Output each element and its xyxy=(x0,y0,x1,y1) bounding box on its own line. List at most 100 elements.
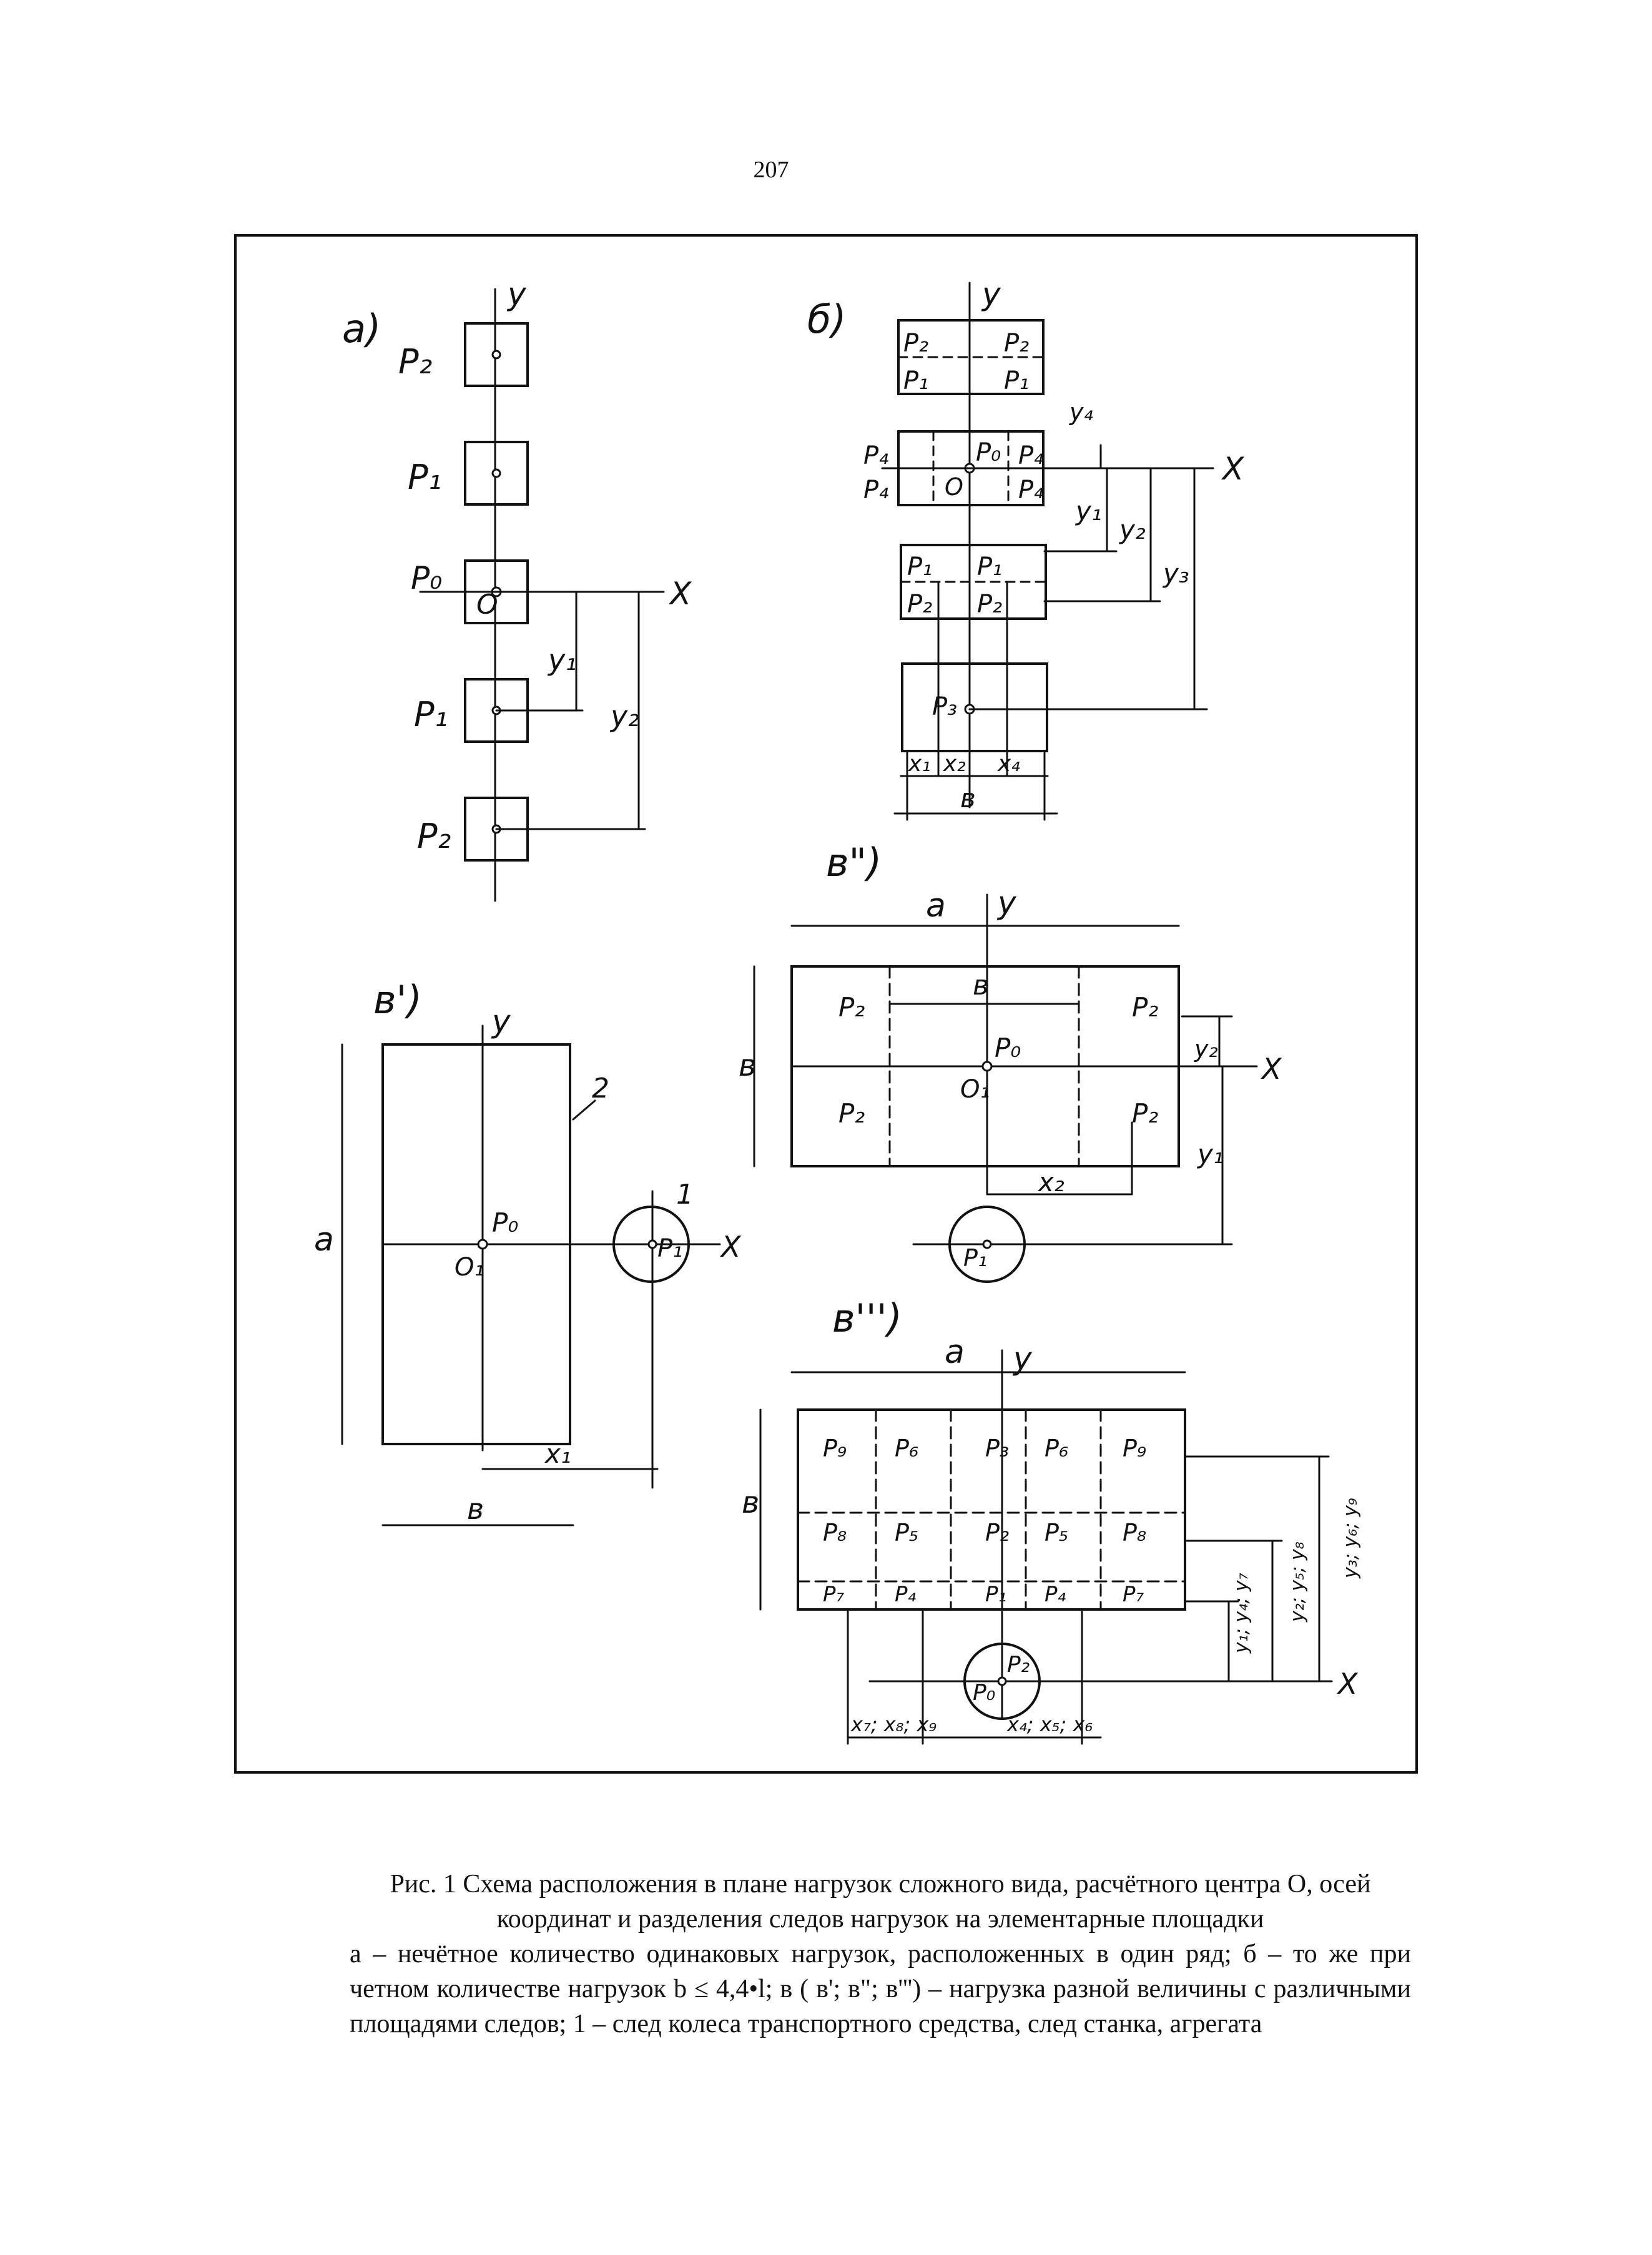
diagram-label: в xyxy=(973,970,989,1001)
diagram-label: O xyxy=(476,589,498,621)
diagram-label: P₉ xyxy=(1123,1435,1146,1462)
diagram-label: P₃ xyxy=(932,692,957,721)
diagram-label: P₅ xyxy=(1045,1519,1068,1546)
panel-v2-label: в") xyxy=(826,840,882,885)
diagram-label: O₁ xyxy=(960,1075,990,1104)
diagram-label: y₂ xyxy=(609,699,639,733)
figure-border xyxy=(234,234,1418,1774)
diagram-label: P₀ xyxy=(973,1680,995,1706)
diagram-label: P₆ xyxy=(895,1435,918,1462)
diagram-label: x₇; x₈; x₉ xyxy=(850,1712,937,1736)
panel-a-load-square xyxy=(464,441,529,506)
diagram-point xyxy=(491,350,501,360)
diagram-label: P₃ xyxy=(985,1435,1009,1462)
caption-body: а – нечётное количество одинаковых нагру… xyxy=(350,1940,1411,2038)
diagram-label: y₂ xyxy=(1118,514,1146,545)
diagram-label: P₀ xyxy=(411,560,442,596)
diagram-point xyxy=(982,1239,992,1249)
diagram-label: y₂; y₅; y₈ xyxy=(1287,1541,1309,1623)
diagram-label: P₄ xyxy=(1018,476,1043,504)
diagram-label: O₁ xyxy=(455,1253,484,1282)
diagram-label: P₄ xyxy=(1045,1582,1066,1607)
figure: а) y X P₂ P₁ P₀ P₁ P₂ O y₁ y₂ б) y xyxy=(233,233,1419,1775)
diagram-label: x₄; x₅; x₆ xyxy=(1006,1712,1093,1736)
diagram-label: a xyxy=(945,1334,965,1371)
diagram-point xyxy=(647,1239,657,1249)
diagram-point xyxy=(477,1239,488,1250)
diagram-label: P₄ xyxy=(863,476,888,504)
panel-v1: в') y X P₀ O₁ P₁ 1 2 a x₁ в xyxy=(314,977,742,1526)
diagram-point xyxy=(491,468,501,478)
diagram-label: O xyxy=(945,473,963,501)
diagram-label: P₈ xyxy=(823,1519,847,1546)
diagram-label: P₁ xyxy=(907,553,932,581)
diagram-label: P₇ xyxy=(823,1582,845,1607)
diagram-label: y₁; y₄; y₇ xyxy=(1231,1573,1252,1654)
diagram-label: P₉ xyxy=(823,1435,847,1462)
diagram-label: P₄ xyxy=(863,441,888,470)
diagram-point xyxy=(981,1061,993,1072)
panel-v1-label: в') xyxy=(373,977,422,1023)
diagram-point xyxy=(997,1676,1007,1686)
diagram-label: P₂ xyxy=(398,342,432,381)
diagram-label: a xyxy=(926,887,946,925)
diagram-label: P₂ xyxy=(985,1519,1009,1546)
caption-title: Рис. 1 Схема расположения в плане нагруз… xyxy=(390,1870,1371,1933)
panel-a-load-square xyxy=(464,322,529,387)
diagram-label: P₂ xyxy=(838,992,865,1023)
diagram-label: X xyxy=(1221,451,1245,487)
diagram-point xyxy=(612,1206,690,1283)
panel-b-label: б) xyxy=(807,297,846,342)
diagram-label: x₄ xyxy=(997,751,1020,777)
diagram-label: y₃; y₆; y₉ xyxy=(1340,1498,1362,1579)
diagram-label: P₇ xyxy=(1123,1582,1144,1607)
diagram-label: y₃ xyxy=(1162,558,1189,589)
diagram-label: P₁ xyxy=(657,1234,682,1263)
diagram-line xyxy=(901,662,1048,752)
diagram-label: P₁ xyxy=(414,695,448,734)
panel-v3: в''') y a в P₉ P₆ P₃ P₆ P₉ P₈ P₅ P₂ P₅ P… xyxy=(742,1295,1362,1745)
diagram-label: P₁ xyxy=(1004,366,1029,395)
diagram-label: X xyxy=(1261,1052,1282,1086)
diagram-label: P₂ xyxy=(1132,992,1158,1023)
diagram-label: P₀ xyxy=(976,438,1001,467)
diagram-label: 1 xyxy=(676,1179,694,1211)
diagram-label: P₂ xyxy=(838,1098,865,1129)
diagram-label: x₁ xyxy=(544,1438,571,1469)
diagram-label: P₆ xyxy=(1045,1435,1068,1462)
diagram-label: y₁ xyxy=(1196,1139,1224,1169)
panel-v3-label: в''') xyxy=(832,1295,902,1341)
diagram-label: y₁ xyxy=(1074,496,1102,526)
diagram-label: P₂ xyxy=(907,590,932,619)
diagram-label: P₄ xyxy=(895,1582,917,1607)
diagram-label: P₂ xyxy=(417,817,451,856)
panel-a-label: а) xyxy=(342,306,381,351)
diagram-label: y xyxy=(1012,1340,1033,1377)
diagram-label: x₂ xyxy=(943,751,966,777)
diagram-label: P₀ xyxy=(492,1207,518,1238)
diagram-label: P₂ xyxy=(977,590,1002,619)
panel-a-y-label: y xyxy=(506,276,527,312)
diagram-label: X xyxy=(1337,1667,1359,1701)
panel-b: б) y P₂ P₂ P₁ P₁ P₄ P₀ P₄ P₄ P₄ O P₁ P₁ … xyxy=(807,276,1245,821)
diagram-label: X xyxy=(720,1230,742,1264)
diagram-point xyxy=(963,1643,1041,1720)
diagram-label: P₂ xyxy=(1004,329,1029,358)
diagram-label: P₈ xyxy=(1123,1519,1146,1546)
diagram-label: P₄ xyxy=(1018,441,1043,470)
diagram-label: y xyxy=(981,276,1001,312)
diagram-label: y xyxy=(996,885,1017,921)
diagram-label: y₂ xyxy=(1194,1035,1218,1063)
diagram-label: в xyxy=(467,1492,484,1526)
panel-v2: в") y X P₂ P₂ P₀ O₁ P₂ P₂ a в в y₂ y₁ x₂… xyxy=(739,840,1282,1283)
diagram-label: x₁ xyxy=(908,751,931,777)
diagram-line xyxy=(797,1408,1186,1611)
diagram-label: P₂ xyxy=(903,329,928,358)
diagram-label: y₄ xyxy=(1069,398,1093,426)
panel-a: а) y X P₂ P₁ P₀ P₁ P₂ O y₁ y₂ xyxy=(342,276,692,902)
diagram-label: P₀ xyxy=(995,1033,1021,1063)
figure-caption: Рис. 1 Схема расположения в плане нагруз… xyxy=(350,1867,1411,2041)
diagram-label: P₁ xyxy=(903,366,928,395)
diagram-label: P₅ xyxy=(895,1519,918,1546)
diagram-label: y xyxy=(491,1003,511,1039)
